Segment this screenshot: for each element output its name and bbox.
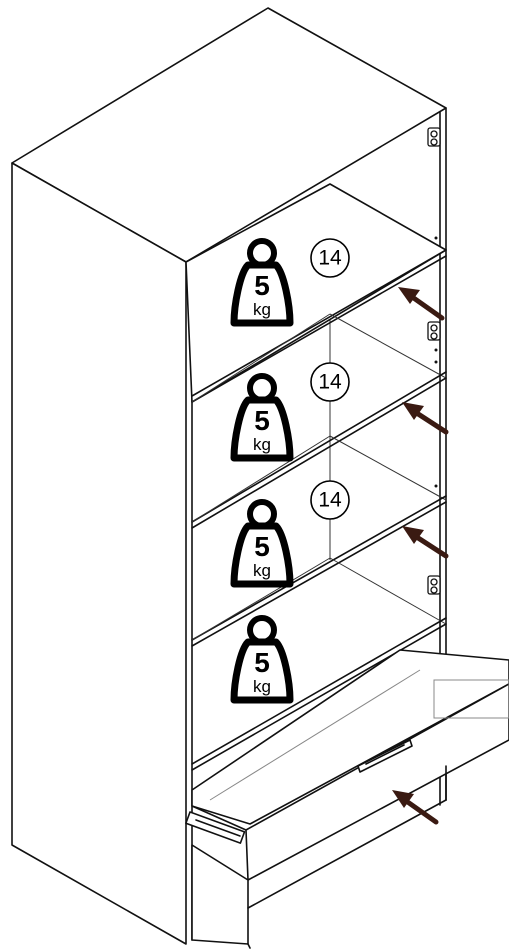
drawer-runner [185,811,246,844]
drawer-label-box [433,679,509,719]
weight-unit-4: kg [253,677,271,696]
part-number-2: 14 [318,371,342,394]
shelf-bracket-2 [427,321,441,341]
cabinet-left-side [11,162,187,945]
arrow-shelf-3 [402,526,449,559]
part-number-3: 14 [318,489,342,512]
weight-value-3: 5 [254,531,270,562]
weight-value-4: 5 [254,647,270,678]
shelf-1 [185,183,447,403]
part-callout-3: 14 [310,480,350,520]
weight-unit-2: kg [253,435,271,454]
arrow-shelf-2 [402,402,449,435]
shelf-3 [191,435,447,647]
part-number-1: 14 [318,247,342,270]
shelf-pin-dots [434,236,438,488]
arrow-drawer [392,790,439,825]
part-callout-1: 14 [310,238,350,278]
cabinet-plinth [191,765,447,949]
shelf-4 [191,557,447,771]
shelf-bracket-3 [427,575,441,595]
weight-icon: 5 kg [230,499,294,588]
part-callout-2: 14 [310,362,350,402]
drawer [185,649,509,881]
weight-value-2: 5 [254,405,270,436]
arrow-shelf-1 [398,287,445,321]
drawer-front [245,683,509,881]
weight-icon: 5 kg [230,238,294,327]
weight-unit-3: kg [253,561,271,580]
weight-unit-1: kg [253,300,271,319]
drawer-handle [357,739,413,773]
weight-icon: 5 kg [230,615,294,704]
shelf-bracket-1 [427,127,441,147]
weight-value-1: 5 [254,270,270,301]
weight-icon: 5 kg [230,373,294,462]
